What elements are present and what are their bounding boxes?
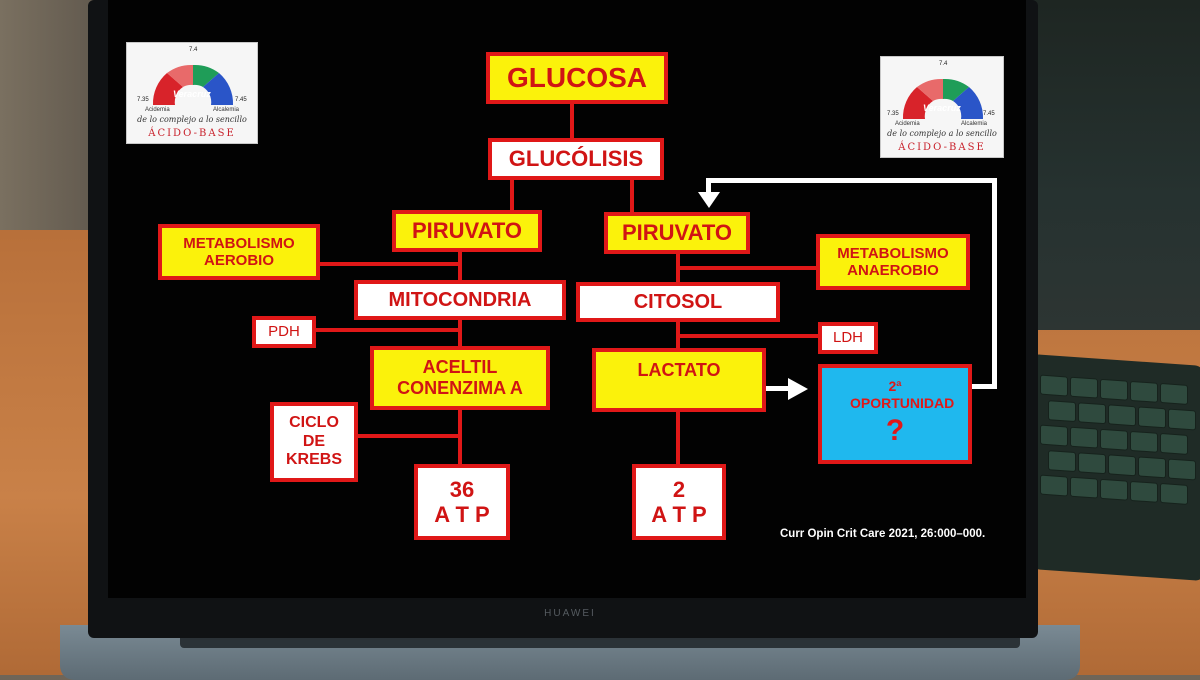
ph-high-label: 7.45 xyxy=(983,111,995,117)
connector xyxy=(510,178,514,212)
atp-right-number: 2 xyxy=(672,476,686,502)
background-chair xyxy=(1010,0,1200,330)
arrow-line xyxy=(706,178,711,194)
logo-tagline: de lo complejo a lo sencillo xyxy=(137,115,247,124)
arrow-head-icon xyxy=(788,378,808,400)
connector xyxy=(314,328,462,332)
keyboard xyxy=(1030,353,1200,582)
arrow-line xyxy=(972,384,996,389)
question-mark: ? xyxy=(885,413,905,447)
ph-high-label: 7.45 xyxy=(235,97,247,103)
arrow-line xyxy=(992,178,997,389)
alcalemia-label: Alcalemia xyxy=(213,107,240,113)
ph-low-label: 7.35 xyxy=(137,97,149,103)
connector xyxy=(458,318,462,348)
ph-mid-label: 7.4 xyxy=(189,47,198,53)
acidemia-label: Acidemia xyxy=(895,121,920,127)
oportunidad-label: 2ª OPORTUNIDAD xyxy=(850,378,955,411)
arrow-line xyxy=(764,386,792,391)
connector xyxy=(630,178,634,214)
logo-title: ÁCIDO-BASE xyxy=(898,142,986,153)
glucosa-box: GLUCOSA xyxy=(486,52,668,104)
ph-gauge-icon xyxy=(902,78,984,119)
ph-mid-label: 7.4 xyxy=(939,61,948,67)
arrow-line xyxy=(708,178,997,183)
metabolismo-anaerobio-box: METABOLISMO ANAEROBIO xyxy=(816,234,970,290)
pdh-box: PDH xyxy=(252,316,316,348)
laptop-brand: HUAWEI xyxy=(544,608,596,619)
oportunidad-box: 2ª OPORTUNIDAD ? xyxy=(818,364,972,464)
glucolisis-box: GLUCÓLISIS xyxy=(488,138,664,180)
logo-right: 7.4 7.35 7.45 Veracruz Acidemia Alcalemi… xyxy=(880,56,1004,158)
logo-tagline: de lo complejo a lo sencillo xyxy=(887,129,997,138)
connector xyxy=(676,266,820,270)
atp-left-unit: A T P xyxy=(434,502,490,527)
mitocondria-box: MITOCONDRIA xyxy=(354,280,566,320)
piruvato-left-box: PIRUVATO xyxy=(392,210,542,252)
ldh-box: LDH xyxy=(818,322,878,354)
ph-low-label: 7.35 xyxy=(887,111,899,117)
ciclo-krebs-box: CICLO DE KREBS xyxy=(270,402,358,482)
logo-city: Veracruz xyxy=(173,89,211,99)
logo-city: Veracruz xyxy=(923,103,961,113)
alcalemia-label: Alcalemia xyxy=(961,121,988,127)
citosol-box: CITOSOL xyxy=(576,282,780,322)
citation-text: Curr Opin Crit Care 2021, 26:000–000. xyxy=(780,528,986,540)
connector xyxy=(320,262,462,266)
connector xyxy=(458,250,462,282)
connector xyxy=(356,434,462,438)
metabolismo-aerobio-box: METABOLISMO AEROBIO xyxy=(158,224,320,280)
logo-title: ÁCIDO-BASE xyxy=(148,128,236,139)
atp-right-unit: A T P xyxy=(651,502,707,527)
connector xyxy=(676,410,680,466)
connector xyxy=(570,100,574,140)
atp-right-box: 2 A T P xyxy=(632,464,726,540)
atp-left-number: 36 xyxy=(449,476,475,502)
atp-left-box: 36 A T P xyxy=(414,464,510,540)
piruvato-right-box: PIRUVATO xyxy=(604,212,750,254)
ph-gauge-icon xyxy=(152,64,234,105)
acidemia-label: Acidemia xyxy=(145,107,170,113)
acetil-coenzima-box: ACELTIL CONENZIMA A xyxy=(370,346,550,410)
connector xyxy=(676,334,822,338)
arrow-head-icon xyxy=(698,192,720,208)
logo-left: 7.4 7.35 7.45 Veracruz Acidemia Alcalemi… xyxy=(126,42,258,144)
slide-screen: 7.4 7.35 7.45 Veracruz Acidemia Alcalemi… xyxy=(108,0,1026,598)
lactato-box: LACTATO xyxy=(592,348,766,412)
